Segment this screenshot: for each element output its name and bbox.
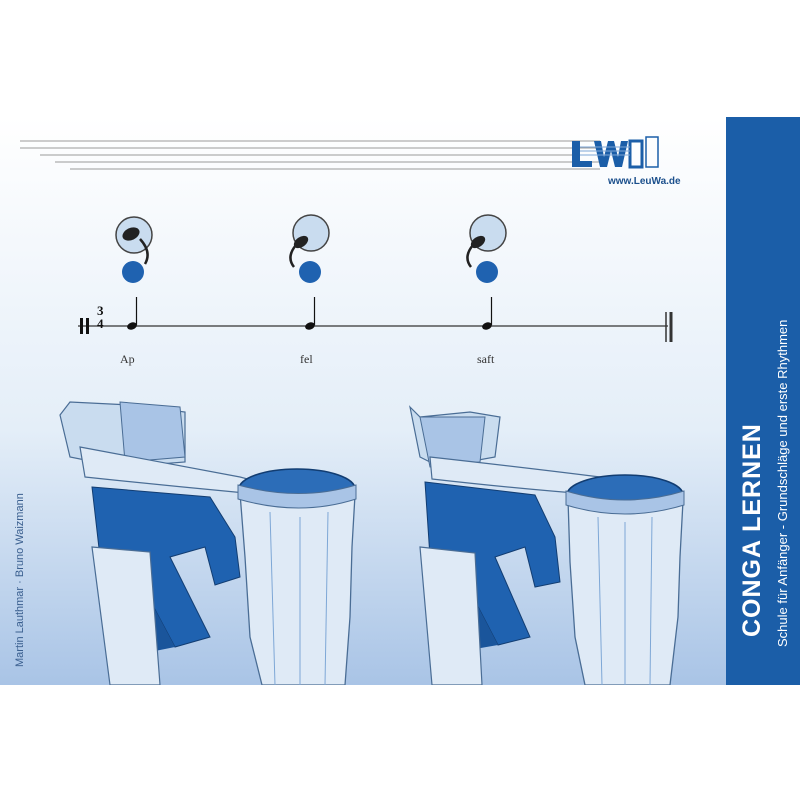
blue-spine-band (726, 117, 800, 685)
time-signature-bottom: 4 (97, 316, 104, 331)
hand-position-icon (289, 214, 330, 283)
hand-position-icon (115, 216, 153, 283)
authors-text: Martin Lauthmar · Bruno Waizmann (14, 493, 26, 667)
drummer-illustration-right (409, 405, 685, 685)
decorative-staff-lines (20, 140, 600, 170)
book-cover: www.LeuWa.de (0, 117, 800, 685)
time-signature-top: 3 (97, 303, 104, 318)
syllable-ap: Ap (120, 352, 135, 366)
logo-url: www.LeuWa.de (608, 176, 681, 187)
drummer-illustrations (59, 401, 685, 685)
hand-position-icon (466, 214, 507, 283)
rhythm-notation (78, 214, 673, 342)
book-title: CONGA LERNEN (738, 423, 766, 637)
syllable-fel: fel (300, 352, 313, 366)
book-subtitle: Schule für Anfänger - Grundschläge und e… (775, 319, 790, 647)
syllable-saft: saft (477, 352, 495, 366)
leuwa-logo (572, 136, 659, 169)
drummer-illustration-left (59, 401, 357, 685)
quarter-note (127, 297, 138, 330)
quarter-note (482, 297, 493, 330)
quarter-note (305, 297, 316, 330)
